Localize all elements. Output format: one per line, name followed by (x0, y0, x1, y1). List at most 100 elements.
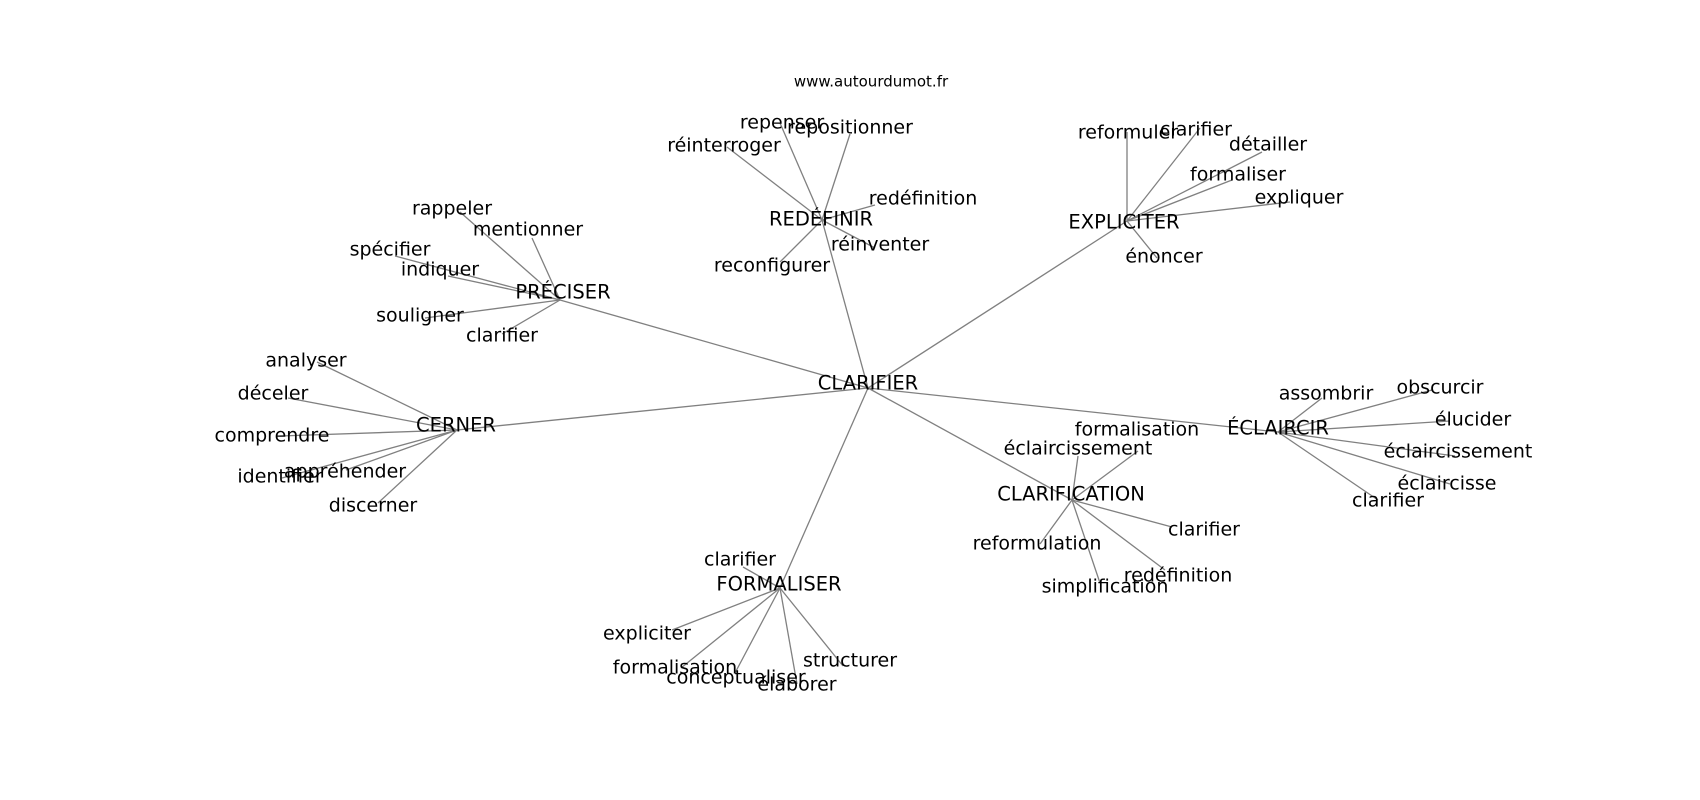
word-node-label[interactable]: éclaircissement (1384, 441, 1533, 463)
word-node-label[interactable]: expliciter (603, 623, 691, 645)
graph-edges (279, 122, 1456, 685)
word-node-label[interactable]: structurer (803, 650, 897, 672)
edge-hub-to-word (1277, 420, 1451, 433)
word-node-label[interactable]: redéfinition (869, 188, 978, 210)
word-node-label[interactable]: appréhender (284, 461, 406, 483)
word-node-label[interactable]: indiquer (401, 259, 479, 281)
word-node-label[interactable]: analyser (265, 350, 346, 372)
word-node-label[interactable]: éclaircissement (1004, 438, 1153, 460)
edge-hub-to-word (742, 566, 781, 589)
word-node-label[interactable]: spécifier (350, 239, 431, 261)
edge-hub-to-word (394, 255, 561, 301)
word-node-label[interactable]: clarifier (1160, 119, 1232, 141)
word-node-label[interactable]: clarifier (704, 549, 776, 571)
edge-hub-to-word (447, 275, 561, 301)
word-node-label[interactable]: formalisation (1075, 419, 1199, 441)
word-node-label[interactable]: énoncer (1125, 246, 1203, 268)
edge-hub-to-word (726, 146, 823, 221)
edge-root-to-hub (867, 220, 1128, 389)
edge-hub-to-word (1071, 450, 1139, 501)
graph-labels: www.autourdumot.fr CLARIFIER PRÉCISER rapp… (215, 73, 1533, 696)
word-node-label[interactable]: assombrir (1279, 383, 1374, 405)
edge-root-to-hub (456, 387, 869, 431)
edge-hub-to-word (1277, 431, 1379, 501)
edge-hub-to-word (821, 133, 851, 221)
word-node-label[interactable]: clarifier (1168, 519, 1240, 541)
word-node-label[interactable]: comprendre (215, 425, 330, 447)
source-url[interactable]: www.autourdumot.fr (794, 73, 949, 91)
word-node-label[interactable]: réinterroger (667, 135, 781, 157)
hub-node-label[interactable]: CLARIFICATION (997, 483, 1145, 506)
edge-hub-to-word (680, 587, 781, 669)
edge-hub-to-word (1071, 455, 1079, 501)
word-node-label[interactable]: clarifier (1352, 490, 1424, 512)
edge-hub-to-word (779, 219, 823, 263)
hub-node-label[interactable]: ÉCLAIRCIR (1227, 417, 1329, 440)
word-node-label[interactable]: formalisation (613, 657, 737, 679)
edge-hub-to-word (531, 237, 561, 301)
word-node-label[interactable]: reformuler (1078, 122, 1178, 144)
word-node-label[interactable]: déceler (238, 383, 309, 405)
edge-hub-to-word (1277, 397, 1323, 433)
word-node-label[interactable]: clarifier (466, 325, 538, 347)
word-node-label[interactable]: identifier (237, 466, 322, 488)
word-node-label[interactable]: redéfinition (1124, 565, 1233, 587)
edge-hub-to-word (345, 429, 458, 471)
edge-hub-to-word (281, 429, 458, 479)
edge-hub-to-word (1277, 389, 1433, 433)
edge-root-to-hub (821, 219, 869, 389)
edge-hub-to-word (821, 204, 876, 221)
word-node-label[interactable]: reformulation (973, 533, 1102, 555)
hub-node-label[interactable]: CERNER (416, 414, 496, 437)
word-node-label[interactable]: discerner (329, 495, 418, 517)
word-node-label[interactable]: repositionner (787, 117, 913, 139)
edge-hub-to-word (459, 211, 561, 301)
word-node-label[interactable]: mentionner (473, 219, 583, 241)
edge-hub-to-word (1071, 499, 1173, 528)
word-node-label[interactable]: repenser (740, 112, 824, 134)
word-node-label[interactable]: réinventer (831, 234, 930, 256)
edge-hub-to-word (424, 299, 561, 319)
word-node-label[interactable]: simplification (1042, 576, 1169, 598)
edge-hub-to-word (1126, 151, 1263, 222)
edge-hub-to-word (734, 587, 781, 674)
word-node-label[interactable]: élaborer (757, 674, 836, 696)
hub-node-label[interactable]: EXPLICITER (1068, 211, 1179, 234)
edge-root-to-hub (867, 387, 1073, 501)
word-node-label[interactable]: détailler (1229, 134, 1307, 156)
edge-hub-to-word (1126, 201, 1291, 222)
edge-hub-to-word (821, 219, 876, 249)
edge-hub-to-word (779, 122, 823, 221)
hub-node-label[interactable]: PRÉCISER (515, 281, 610, 304)
word-node-label[interactable]: obscurcir (1396, 377, 1483, 399)
edge-hub-to-word (316, 361, 458, 431)
word-node-label[interactable]: élucider (1435, 409, 1511, 431)
edge-hub-to-word (779, 587, 844, 667)
word-node-label[interactable]: rappeler (412, 198, 492, 220)
word-node-label[interactable]: conceptualiser (666, 667, 806, 689)
edge-hub-to-word (1039, 499, 1073, 545)
word-node-label[interactable]: souligner (376, 305, 464, 327)
edge-hub-to-word (1126, 220, 1158, 259)
root-node-label[interactable]: CLARIFIER (818, 372, 918, 395)
edge-hub-to-word (779, 587, 798, 685)
edge-hub-to-word (1277, 431, 1451, 485)
edge-root-to-hub (559, 299, 869, 389)
edge-hub-to-word (1277, 431, 1456, 457)
edge-hub-to-word (1126, 127, 1201, 222)
edge-root-to-hub (779, 387, 869, 589)
edge-hub-to-word (377, 429, 458, 504)
word-node-label[interactable]: reconfigurer (714, 255, 830, 277)
edge-hub-to-word (1126, 179, 1233, 222)
edge-hub-to-word (671, 587, 781, 631)
word-node-label[interactable]: éclaircisse (1398, 473, 1497, 495)
edge-hub-to-word (287, 397, 458, 431)
word-node-label[interactable]: formaliser (1190, 164, 1286, 186)
edge-root-to-hub (867, 387, 1279, 433)
edge-hub-to-word (279, 429, 458, 437)
hub-node-label[interactable]: REDÉFINIR (769, 208, 873, 231)
hub-node-label[interactable]: FORMALISER (716, 573, 841, 596)
edge-hub-to-word (1071, 499, 1166, 571)
word-node-label[interactable]: expliquer (1255, 187, 1344, 209)
